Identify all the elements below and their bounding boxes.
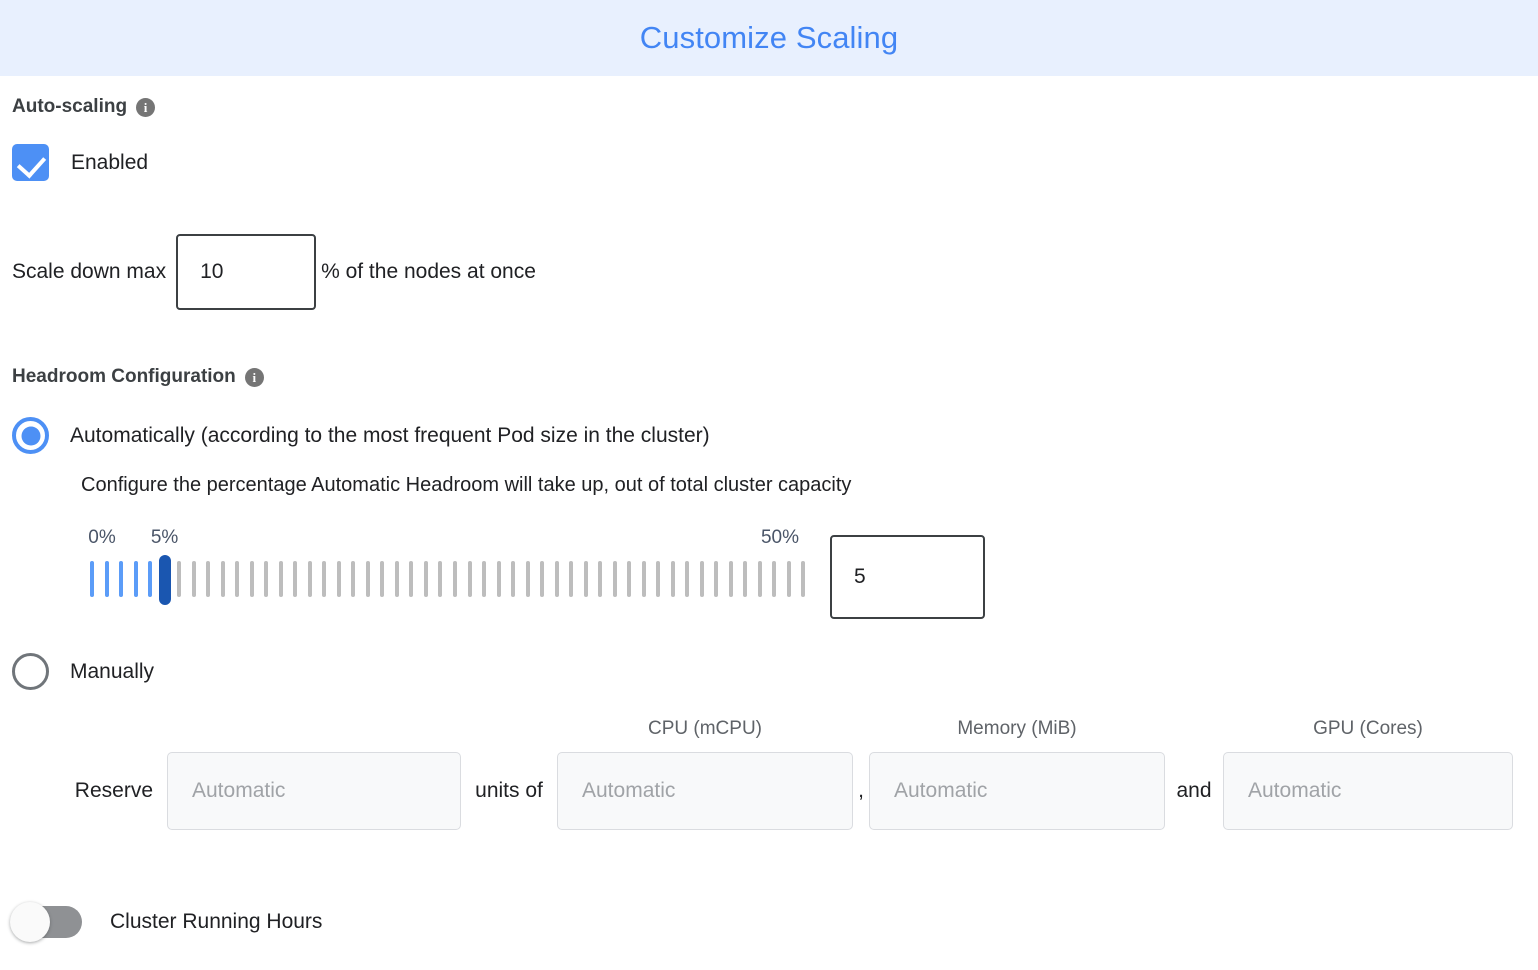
auto-scaling-label: Auto-scaling [12, 96, 128, 117]
units-of-label: units of [475, 779, 543, 802]
slider-tick[interactable] [583, 561, 588, 597]
slider-tick[interactable] [409, 561, 414, 597]
memory-column-header: Memory (MiB) [957, 718, 1077, 739]
slider-tick[interactable] [264, 561, 269, 597]
auto-scaling-enabled-row[interactable]: Enabled [12, 144, 1526, 181]
headroom-percentage-slider-block: 0% 5% 50% [12, 527, 1526, 619]
slider-tick[interactable] [104, 561, 109, 597]
headroom-manual-label: Manually [70, 659, 155, 683]
slider-tick[interactable] [133, 561, 138, 597]
enabled-checkbox[interactable] [12, 144, 49, 181]
slider-tick[interactable] [453, 561, 457, 597]
slider-tick[interactable] [496, 561, 501, 597]
slider-tick[interactable] [307, 561, 312, 597]
slider-tick[interactable] [540, 561, 545, 597]
headroom-manual-radio[interactable] [12, 653, 49, 690]
slider-tick[interactable] [656, 561, 661, 597]
gpu-column-header: GPU (Cores) [1313, 718, 1423, 739]
slider-tick[interactable] [249, 561, 254, 597]
slider-tick[interactable] [206, 561, 211, 597]
scale-down-max-label: Scale down max [12, 260, 167, 283]
headroom-automatic-label: Automatically (according to the most fre… [70, 423, 710, 447]
slider-tick[interactable] [394, 561, 399, 597]
slider-tick[interactable] [336, 561, 341, 597]
slider-tick[interactable] [685, 561, 690, 597]
reserve-label: Reserve [74, 779, 153, 802]
headroom-automatic-radio[interactable] [12, 417, 49, 454]
auto-scaling-section-header: Auto-scaling i [12, 96, 1526, 118]
slider-tick[interactable] [525, 561, 530, 597]
cluster-running-hours-row[interactable]: Cluster Running Hours [10, 902, 1526, 942]
headroom-automatic-row[interactable]: Automatically (according to the most fre… [12, 417, 1526, 454]
slider-tick[interactable] [714, 561, 719, 597]
slider-tick[interactable] [786, 561, 791, 597]
reserve-gpu-input[interactable] [1223, 752, 1513, 830]
headroom-automatic-description: Configure the percentage Automatic Headr… [81, 474, 852, 496]
slider-tick[interactable] [278, 561, 283, 597]
dialog-header: Customize Scaling [0, 0, 1538, 76]
slider-tick[interactable] [699, 561, 704, 597]
slider-tick[interactable] [322, 561, 327, 597]
and-label: and [1176, 779, 1212, 802]
slider-tick[interactable] [191, 561, 196, 597]
headroom-config-label: Headroom Configuration [12, 366, 236, 387]
enabled-label: Enabled [71, 150, 149, 174]
slider-max-label: 50% [760, 527, 800, 548]
cluster-running-hours-label: Cluster Running Hours [110, 910, 323, 933]
headroom-percentage-input[interactable] [830, 535, 985, 619]
slider-tick[interactable] [554, 561, 559, 597]
headroom-section-header: Headroom Configuration i [12, 366, 1526, 388]
slider-tick[interactable] [235, 561, 240, 597]
info-icon[interactable]: i [136, 97, 156, 117]
slider-tick[interactable] [612, 561, 617, 597]
slider-tick[interactable] [598, 561, 603, 597]
slider-tick[interactable] [772, 561, 777, 597]
slider-tick[interactable] [467, 561, 472, 597]
slider-tick[interactable] [148, 561, 153, 597]
slider-current-label: 5% [150, 527, 179, 548]
slider-min-label: 0% [88, 527, 116, 548]
slider-tick[interactable] [220, 561, 225, 597]
slider-tick[interactable] [119, 561, 124, 597]
headroom-manual-row[interactable]: Manually [12, 653, 1526, 690]
slider-tick[interactable] [757, 561, 762, 597]
slider-tick[interactable] [801, 561, 806, 597]
scale-down-max-input[interactable] [176, 234, 317, 310]
reserve-cpu-input[interactable] [557, 752, 853, 830]
slider-tick[interactable] [627, 561, 632, 597]
slider-tick[interactable] [177, 561, 182, 597]
slider-tick[interactable] [351, 561, 356, 597]
comma-separator: , [858, 779, 864, 802]
slider-tick[interactable] [365, 561, 370, 597]
headroom-percentage-slider[interactable] [90, 555, 816, 605]
slider-tick[interactable] [743, 561, 748, 597]
slider-tick[interactable] [569, 561, 574, 597]
slider-tick[interactable] [728, 561, 733, 597]
info-icon[interactable]: i [244, 367, 264, 387]
slider-tick[interactable] [670, 561, 675, 597]
reserve-inputs-row: Reserve units of , and [12, 752, 1526, 830]
slider-tick[interactable] [641, 561, 646, 597]
scale-down-max-row: Scale down max % of the nodes at once [12, 234, 1526, 310]
slider-tick[interactable] [90, 561, 94, 597]
page-title: Customize Scaling [639, 20, 899, 55]
slider-tick[interactable] [380, 561, 385, 597]
dialog-body: Auto-scaling i Enabled Scale down max % … [0, 96, 1538, 942]
slider-tick[interactable] [423, 561, 428, 597]
slider-thumb[interactable] [158, 555, 171, 605]
scale-down-max-suffix: % of the nodes at once [321, 260, 536, 283]
cpu-column-header: CPU (mCPU) [648, 718, 762, 739]
slider-tick[interactable] [293, 561, 298, 597]
reserve-column-headers: CPU (mCPU) Memory (MiB) GPU (Cores) [12, 712, 1526, 740]
slider-tick[interactable] [438, 561, 443, 597]
cluster-running-hours-toggle[interactable] [10, 902, 82, 942]
slider-tick[interactable] [482, 561, 487, 597]
reserve-units-input[interactable] [167, 752, 461, 830]
reserve-memory-input[interactable] [869, 752, 1165, 830]
slider-tick[interactable] [511, 561, 516, 597]
